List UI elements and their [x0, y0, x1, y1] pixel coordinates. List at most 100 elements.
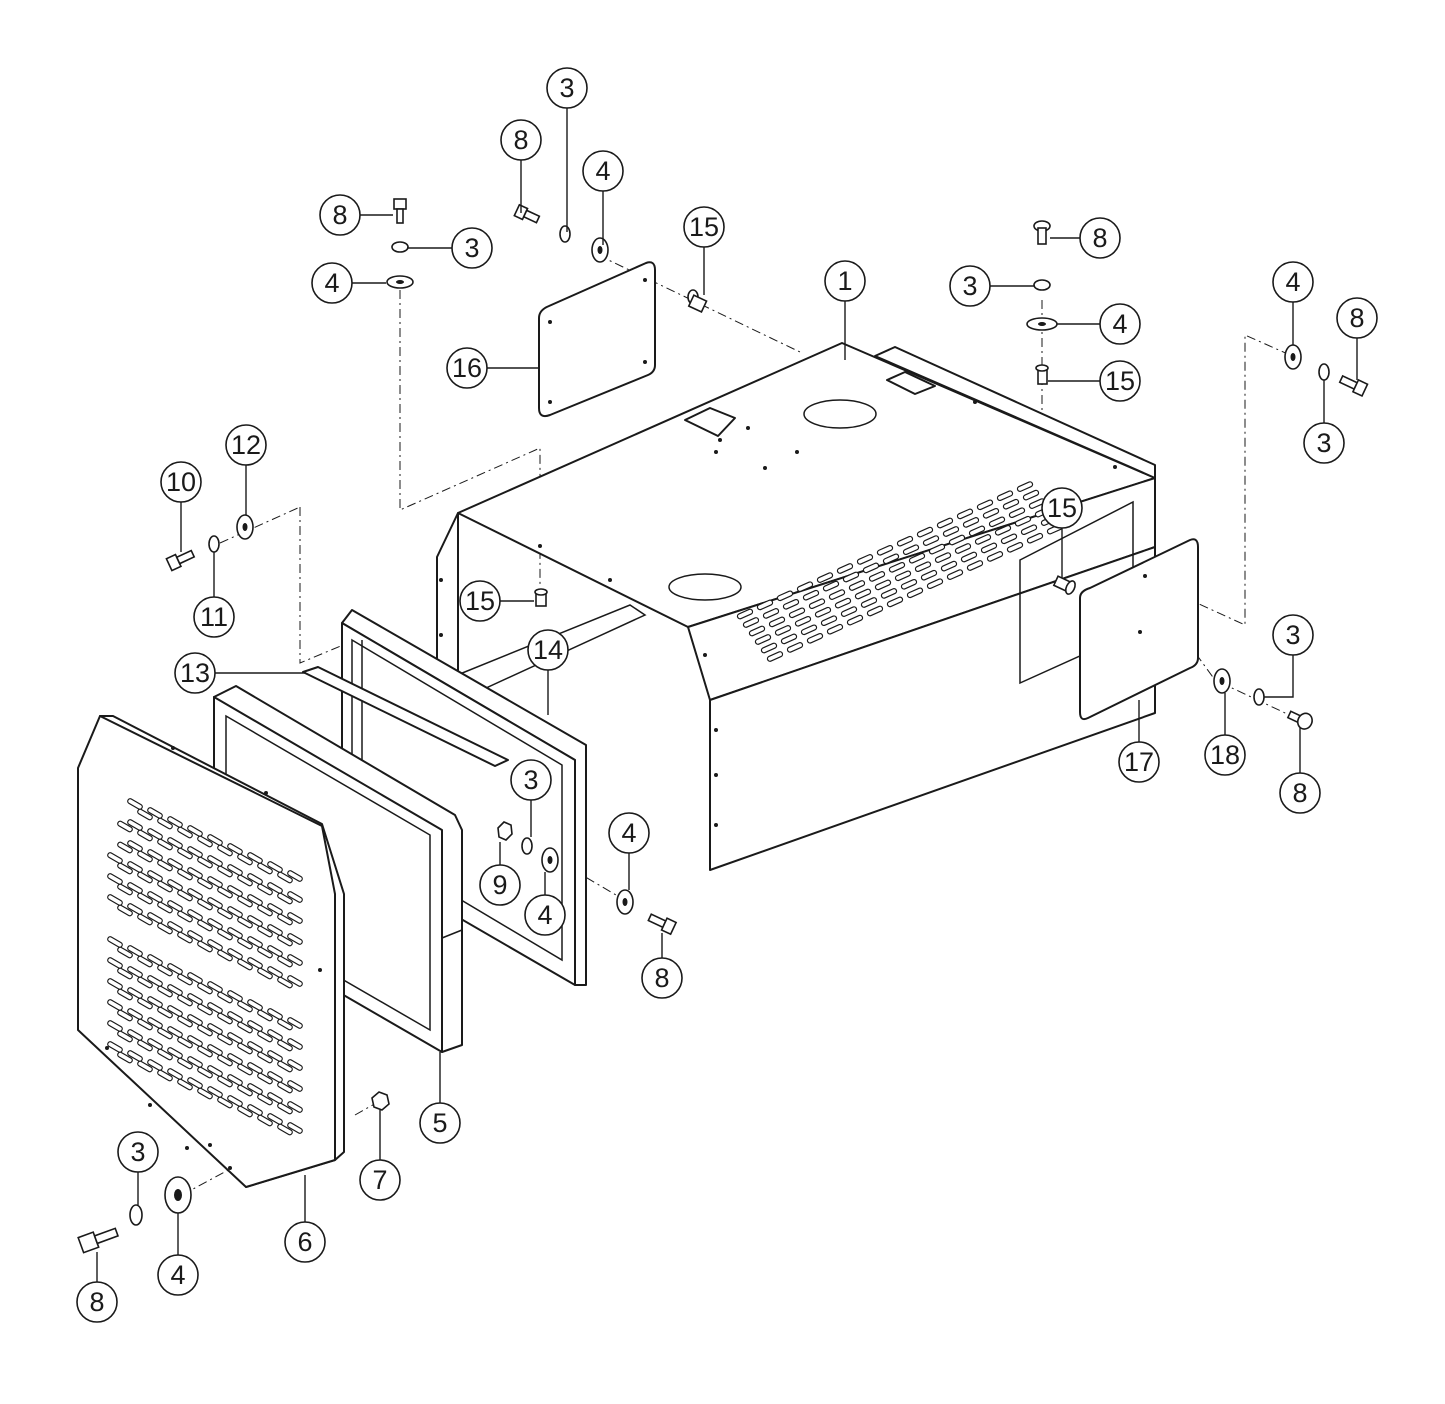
callout-15: 15: [683, 206, 725, 248]
callout-3: 3: [451, 227, 493, 269]
lock-washer-icon: [1253, 688, 1265, 706]
callout-15: 15: [459, 580, 501, 622]
callout-4: 4: [1272, 261, 1314, 303]
svg-text:9: 9: [492, 870, 507, 900]
callout-16: 16: [446, 347, 488, 389]
pin-icon: [1052, 575, 1076, 595]
svg-text:3: 3: [1285, 620, 1300, 650]
bolt-icon: [1286, 710, 1313, 730]
lock-washer-icon: [559, 225, 571, 243]
lock-washer-icon: [391, 241, 409, 253]
svg-text:13: 13: [180, 658, 210, 688]
svg-text:8: 8: [1292, 778, 1307, 808]
svg-text:4: 4: [324, 268, 339, 298]
lock-washer-icon: [1318, 363, 1330, 381]
svg-text:4: 4: [170, 1260, 185, 1290]
svg-text:8: 8: [1092, 223, 1107, 253]
svg-text:17: 17: [1124, 747, 1154, 777]
callout-3: 3: [510, 759, 552, 801]
lock-washer-icon: [521, 837, 533, 855]
bolt-icon: [647, 913, 678, 936]
svg-text:3: 3: [1316, 428, 1331, 458]
callout-12: 12: [225, 424, 267, 466]
callout-1: 1: [824, 260, 866, 302]
callout-8: 8: [319, 194, 361, 236]
callout-4: 4: [582, 150, 624, 192]
callout-4: 4: [524, 894, 566, 936]
cover-plate-16: [538, 261, 656, 418]
bolt-icon: [393, 198, 407, 224]
callout-17: 17: [1118, 741, 1160, 783]
nut-icon: [497, 821, 513, 841]
svg-text:14: 14: [533, 635, 563, 665]
callout-6: 6: [284, 1221, 326, 1263]
svg-text:4: 4: [1112, 309, 1127, 339]
svg-text:6: 6: [297, 1227, 312, 1257]
callout-13: 13: [174, 652, 216, 694]
callout-3: 3: [117, 1131, 159, 1173]
svg-text:8: 8: [332, 200, 347, 230]
callout-8: 8: [1079, 217, 1121, 259]
callouts: 1 3 3 3 3 3 3 3 4 4 4 4 4 4 4 5 6 7 8 8 …: [76, 67, 1378, 1323]
callout-8: 8: [1336, 297, 1378, 339]
bolt-icon: [165, 549, 196, 572]
svg-text:8: 8: [1349, 303, 1364, 333]
bolt-icon: [1338, 374, 1369, 398]
svg-text:3: 3: [523, 765, 538, 795]
front-grille-6: [77, 715, 345, 1188]
svg-text:1: 1: [837, 266, 852, 296]
pin-icon: [534, 588, 548, 607]
callout-8: 8: [1279, 772, 1321, 814]
svg-text:3: 3: [464, 233, 479, 263]
callout-15: 15: [1041, 487, 1083, 529]
callout-5: 5: [419, 1102, 461, 1144]
svg-text:15: 15: [465, 586, 495, 616]
bolt-icon: [1033, 220, 1051, 245]
callout-11: 11: [193, 596, 235, 638]
svg-text:3: 3: [559, 73, 574, 103]
svg-text:3: 3: [962, 271, 977, 301]
svg-text:4: 4: [1285, 267, 1300, 297]
main-housing: [436, 342, 1156, 871]
callout-3: 3: [949, 265, 991, 307]
nut-icon: [371, 1091, 390, 1111]
svg-text:5: 5: [432, 1108, 447, 1138]
callout-9: 9: [479, 864, 521, 906]
svg-text:4: 4: [621, 818, 636, 848]
lock-washer-icon: [208, 535, 220, 553]
callout-4: 4: [157, 1254, 199, 1296]
svg-text:12: 12: [231, 430, 261, 460]
svg-text:3: 3: [130, 1137, 145, 1167]
svg-text:16: 16: [452, 353, 482, 383]
bolt-icon: [513, 203, 541, 224]
callout-3: 3: [1272, 614, 1314, 656]
svg-text:18: 18: [1210, 740, 1240, 770]
svg-text:15: 15: [1047, 493, 1077, 523]
svg-text:8: 8: [89, 1287, 104, 1317]
callout-15: 15: [1099, 360, 1141, 402]
lock-washer-icon: [129, 1204, 143, 1226]
cover-plate-17: [1079, 538, 1199, 721]
pin-icon: [1035, 364, 1049, 385]
svg-text:7: 7: [372, 1165, 387, 1195]
callout-18: 18: [1204, 734, 1246, 776]
callout-8: 8: [500, 119, 542, 161]
svg-text:11: 11: [200, 602, 228, 632]
callout-14: 14: [527, 629, 569, 671]
callout-4: 4: [1099, 303, 1141, 345]
svg-text:4: 4: [537, 900, 552, 930]
seal-strip-13: [302, 666, 509, 767]
callout-3: 3: [1303, 422, 1345, 464]
svg-text:15: 15: [1105, 366, 1135, 396]
callout-10: 10: [160, 461, 202, 503]
leader-lines: [96, 105, 1358, 1283]
callout-8: 8: [76, 1281, 118, 1323]
callout-4: 4: [311, 262, 353, 304]
callout-4: 4: [608, 812, 650, 854]
callout-8: 8: [641, 957, 683, 999]
pin-icon: [687, 289, 708, 314]
lock-washer-icon: [1033, 279, 1051, 291]
svg-text:8: 8: [513, 125, 528, 155]
svg-text:4: 4: [595, 156, 610, 186]
